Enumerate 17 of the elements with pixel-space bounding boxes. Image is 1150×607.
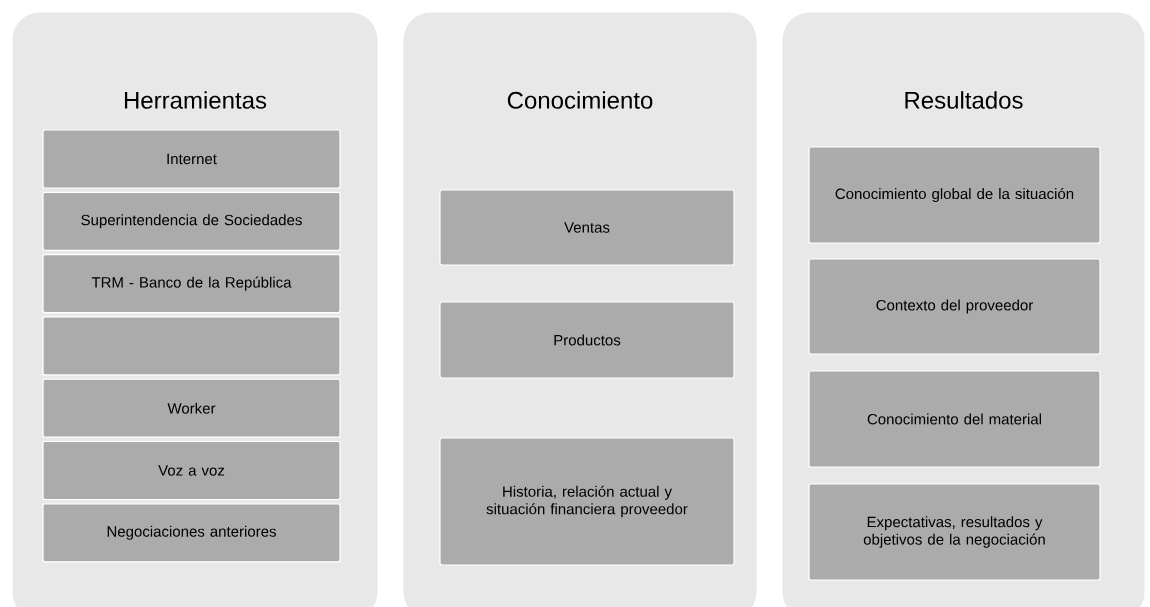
content-box	[42, 316, 341, 376]
content-box: Worker	[42, 378, 341, 438]
content-box: TRM - Banco de la República	[42, 254, 341, 314]
content-box: Historia, relación actual y situación financiera proveedor	[439, 437, 735, 566]
content-box: Internet	[42, 129, 341, 189]
content-box: Conocimiento global de la situación	[808, 146, 1101, 244]
column-heading: Herramientas	[124, 91, 267, 109]
content-box: Productos	[439, 301, 735, 379]
content-box: Voz a voz	[42, 440, 341, 501]
content-box: Negociaciones anteriores	[42, 503, 341, 563]
content-box: Expectativas, resultados y objetivos de la negociación	[808, 483, 1101, 581]
content-box: Ventas	[439, 189, 735, 266]
column-heading: Conocimiento	[507, 91, 653, 109]
content-box: Conocimiento del material	[808, 370, 1101, 468]
content-box: Contexto del proveedor	[808, 258, 1101, 355]
column-heading: Resultados	[905, 91, 1023, 109]
content-box: Superintendencia de Sociedades	[42, 191, 341, 251]
